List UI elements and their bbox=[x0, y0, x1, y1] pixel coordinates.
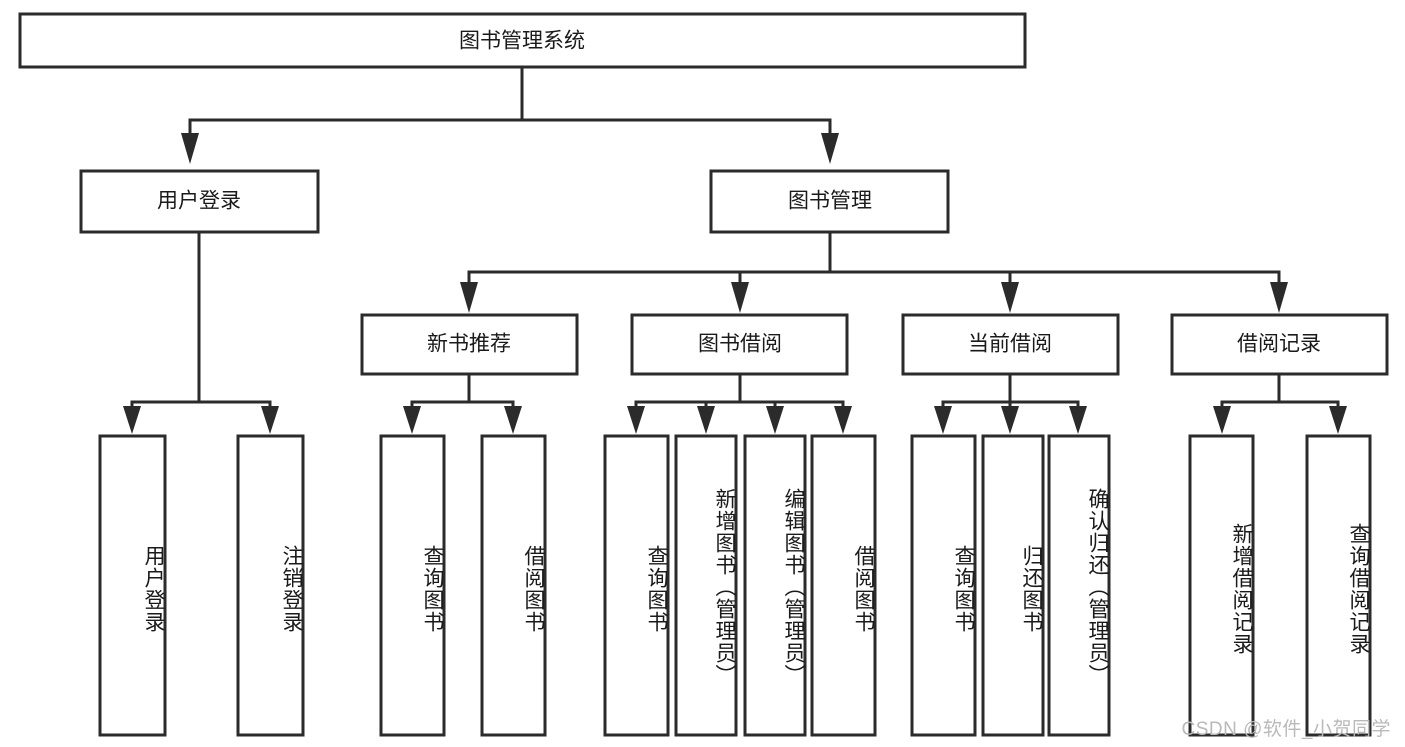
node-new-book-recommend-label: 新书推荐 bbox=[427, 333, 511, 356]
node-leaf-edit-book[interactable] bbox=[743, 434, 807, 737]
csdn-watermark: CSDN @软件_小贺同学 bbox=[1181, 719, 1391, 740]
node-current-borrow[interactable]: 当前借阅 bbox=[901, 313, 1120, 376]
connector-userlogin-to-leaves bbox=[123, 232, 279, 434]
node-user-login[interactable]: 用户登录 bbox=[79, 169, 320, 234]
node-current-borrow-label: 当前借阅 bbox=[968, 333, 1052, 356]
node-leaf-return-book[interactable] bbox=[981, 434, 1045, 737]
node-new-book-recommend[interactable]: 新书推荐 bbox=[360, 313, 579, 376]
node-book-borrow[interactable]: 图书借阅 bbox=[630, 313, 849, 376]
node-book-borrow-label: 图书借阅 bbox=[698, 333, 782, 356]
node-book-management[interactable]: 图书管理 bbox=[709, 169, 950, 234]
node-root[interactable]: 图书管理系统 bbox=[18, 12, 1027, 69]
node-leaf-user-login[interactable] bbox=[98, 434, 167, 737]
connector-bookborrow-to-leaves bbox=[627, 374, 852, 434]
node-leaf-query-book-3[interactable] bbox=[910, 434, 977, 737]
node-user-login-label: 用户登录 bbox=[157, 190, 241, 213]
connector-root-to-level2 bbox=[181, 67, 839, 164]
node-leaf-logout-login[interactable] bbox=[236, 434, 305, 737]
connector-currentborrow-to-leaves bbox=[934, 374, 1087, 434]
node-leaf-confirm-return[interactable] bbox=[1047, 434, 1111, 737]
node-book-management-label: 图书管理 bbox=[788, 190, 872, 213]
node-leaf-borrow-book-2[interactable] bbox=[810, 434, 877, 737]
node-leaf-query-record[interactable] bbox=[1305, 434, 1372, 737]
node-borrow-record[interactable]: 借阅记录 bbox=[1170, 313, 1389, 376]
node-root-label: 图书管理系统 bbox=[459, 30, 585, 53]
node-leaf-add-book[interactable] bbox=[674, 434, 738, 737]
node-leaf-query-book-1[interactable] bbox=[379, 434, 446, 737]
connector-newbook-to-leaves bbox=[403, 374, 522, 434]
connector-bookmgmt-to-level3 bbox=[460, 232, 1288, 313]
node-leaf-query-book-2[interactable] bbox=[603, 434, 670, 737]
connector-borrowrecord-to-leaves bbox=[1213, 374, 1347, 434]
node-leaf-add-record[interactable] bbox=[1188, 434, 1255, 737]
node-leaf-borrow-book-1[interactable] bbox=[480, 434, 547, 737]
node-borrow-record-label: 借阅记录 bbox=[1237, 333, 1321, 356]
